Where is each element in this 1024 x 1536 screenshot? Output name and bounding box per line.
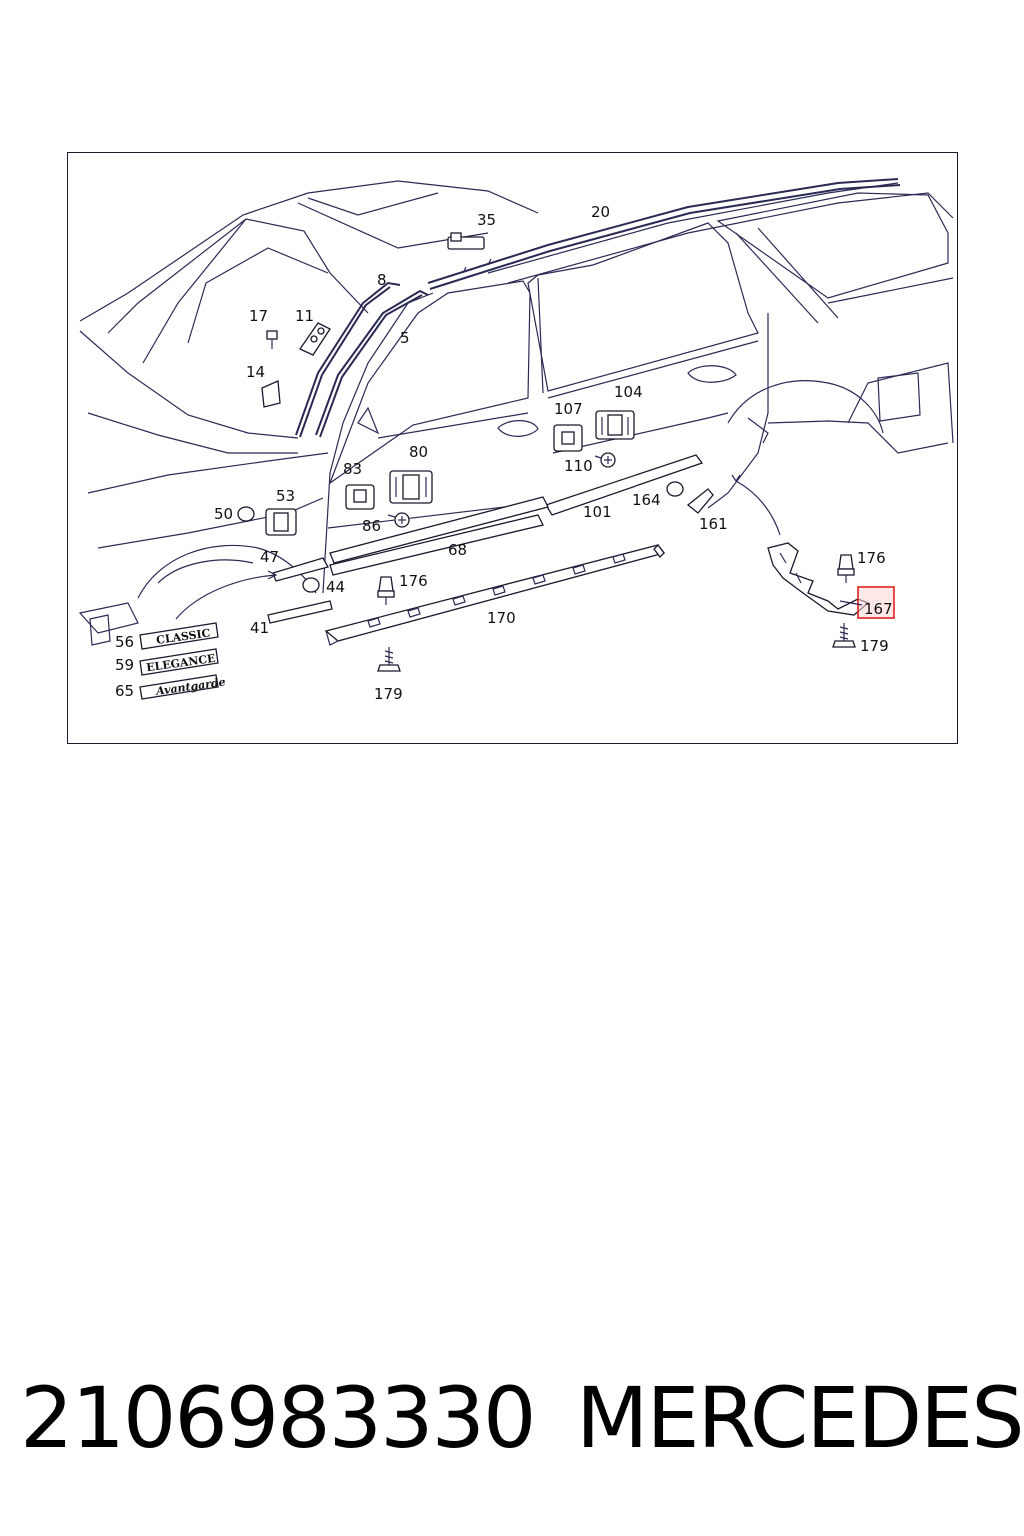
screw-110 <box>594 452 616 468</box>
callout-44: 44 <box>326 578 345 596</box>
screw-86 <box>387 512 410 528</box>
clip-80 <box>389 470 433 504</box>
clip-83 <box>345 484 375 510</box>
callout-161: 161 <box>699 515 728 533</box>
callout-179-left: 179 <box>374 685 403 703</box>
callout-20: 20 <box>591 203 610 221</box>
callout-47: 47 <box>260 548 279 566</box>
brand-name: MERCEDES <box>576 1369 1024 1467</box>
sill-panel-170 <box>324 544 666 646</box>
footer: 2106983330 MERCEDES <box>0 1368 1024 1468</box>
end-cap-161 <box>686 488 714 514</box>
callout-labels: 35 20 8 5 17 11 14 107 104 80 83 110 53 … <box>115 203 893 703</box>
clip-35 <box>447 232 485 250</box>
callout-170: 170 <box>487 609 516 627</box>
parts-diagram-frame: CLASSIC ELEGANCE Avantgarde 35 20 8 5 17… <box>67 152 958 744</box>
callout-17: 17 <box>249 307 268 325</box>
window-trim-8 <box>295 281 401 436</box>
bracket-11 <box>299 322 331 356</box>
plug-50 <box>237 506 255 522</box>
callout-56: 56 <box>115 633 134 651</box>
callout-65: 65 <box>115 682 134 700</box>
highlight-box-167[interactable] <box>857 586 895 619</box>
svg-text:CLASSIC: CLASSIC <box>155 626 211 647</box>
callout-35: 35 <box>477 211 496 229</box>
emblem-avantgarde: Avantgarde <box>139 674 226 700</box>
callout-110: 110 <box>564 457 593 475</box>
callout-41: 41 <box>250 619 269 637</box>
clip-107 <box>553 424 583 452</box>
callout-107: 107 <box>554 400 583 418</box>
callout-104: 104 <box>614 383 643 401</box>
bolt-179-right <box>832 623 856 648</box>
callout-83: 83 <box>343 460 362 478</box>
callout-14: 14 <box>246 363 265 381</box>
roof-rail-20 <box>427 178 899 284</box>
callout-80: 80 <box>409 443 428 461</box>
car-body-outline <box>78 180 954 646</box>
screw-17 <box>266 330 278 349</box>
emblem-elegance: ELEGANCE <box>139 648 219 676</box>
callout-86: 86 <box>362 517 381 535</box>
strip-41 <box>267 600 333 624</box>
clip-104 <box>595 410 635 440</box>
rear-bracket-assembly <box>767 542 870 616</box>
callout-11: 11 <box>295 307 314 325</box>
bolt-176-left <box>377 576 395 605</box>
callout-167: 167 <box>864 600 893 618</box>
callout-8: 8 <box>377 271 387 289</box>
moulding-front-door <box>329 496 549 564</box>
callout-5: 5 <box>400 329 410 347</box>
callout-68: 68 <box>448 541 467 559</box>
bolt-179-left <box>377 647 401 672</box>
callout-176-left: 176 <box>399 572 428 590</box>
callout-164: 164 <box>632 491 661 509</box>
callout-179-right: 179 <box>860 637 889 655</box>
part-number: 2106983330 <box>20 1369 536 1467</box>
bolt-176-right <box>837 554 855 583</box>
clip-53 <box>265 508 297 536</box>
moulding-68 <box>329 514 544 576</box>
plug-164 <box>666 481 684 497</box>
window-trim-5 <box>315 289 429 436</box>
moulding-101 <box>545 454 704 516</box>
callout-53: 53 <box>276 487 295 505</box>
parts-diagram: CLASSIC ELEGANCE Avantgarde 35 20 8 5 17… <box>78 178 954 703</box>
emblem-classic: CLASSIC <box>139 622 219 650</box>
clip-14 <box>261 380 281 408</box>
callout-101: 101 <box>583 503 612 521</box>
plug-44 <box>302 577 320 593</box>
callout-50: 50 <box>214 505 233 523</box>
moulding-47 <box>272 557 329 582</box>
callout-59: 59 <box>115 656 134 674</box>
callout-176-right: 176 <box>857 549 886 567</box>
